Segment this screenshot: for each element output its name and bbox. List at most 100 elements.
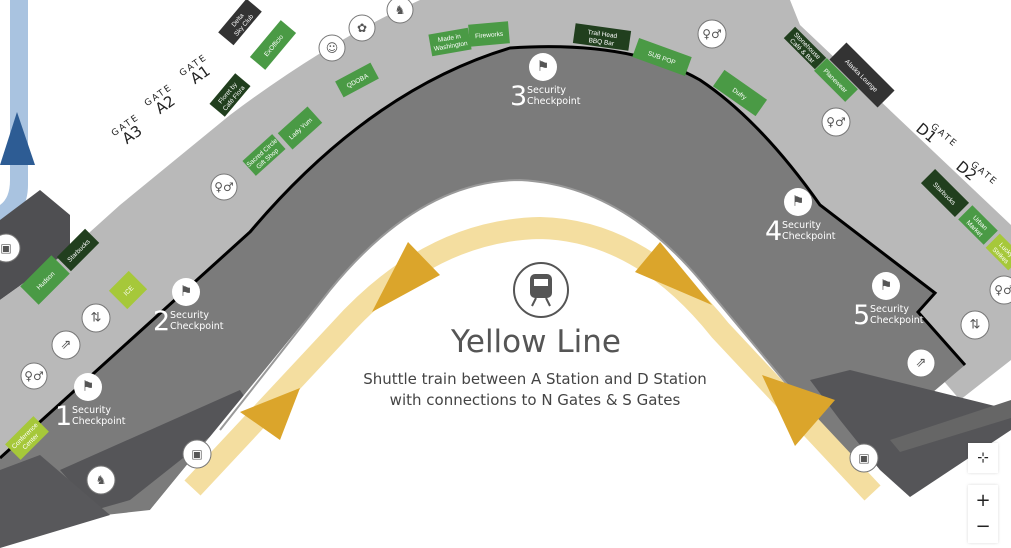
svg-text:✿: ✿ [357,21,367,35]
inner-edge [219,178,801,431]
yellow-arrow-icon [240,388,300,440]
svg-text:Security: Security [72,405,111,416]
store-exofficio[interactable]: ExOfficio [249,20,297,70]
svg-text:Checkpoint: Checkpoint [870,315,924,326]
line-subtitle: with connections to N Gates & S Gates [390,391,681,409]
blue-walkway [0,0,28,228]
svg-text:☺: ☺ [326,41,339,55]
nursing-room-icon[interactable]: ☺ [318,34,346,62]
svg-text:♀♂: ♀♂ [994,283,1011,297]
security-officer-icon [784,188,812,216]
svg-text:1: 1 [55,401,72,432]
train-station-icon[interactable]: ▣ [849,443,879,473]
escalator-icon[interactable]: ⇗ [51,330,81,360]
svg-text:⚑: ⚑ [180,284,193,300]
svg-text:▣: ▣ [191,447,202,461]
svg-text:Fireworks: Fireworks [475,31,504,40]
blue-arrow-icon [0,112,35,165]
svg-text:Checkpoint: Checkpoint [527,96,581,107]
restroom-icon[interactable]: ♀♂ [20,362,48,390]
svg-text:⇅: ⇅ [970,318,981,333]
elevator-icon[interactable]: ⇅ [960,310,990,340]
yellow-arrow-icon [372,242,440,312]
svg-text:♞: ♞ [96,473,107,487]
svg-text:3: 3 [510,81,527,112]
security-officer-icon [529,53,557,81]
store-qdoba[interactable]: QDOBA [335,62,379,98]
a-station-block [0,190,70,300]
svg-text:⚑: ⚑ [82,379,95,395]
svg-text:♀♂: ♀♂ [702,27,722,41]
platform-right-strip [890,400,1011,452]
yellow-arrow-icon [635,242,712,305]
svg-text:⚑: ⚑ [792,194,805,210]
svg-text:♀♂: ♀♂ [24,369,44,383]
svg-text:▣: ▣ [0,241,11,255]
train-station-icon[interactable]: ▣ [0,233,21,263]
pet-relief-icon[interactable]: ♞ [86,465,116,495]
svg-text:4: 4 [765,216,782,247]
svg-text:5: 5 [853,300,870,331]
svg-text:Made in: Made in [437,33,461,44]
zoom-controls: + − [968,485,998,543]
svg-text:Security: Security [870,304,909,315]
escalator-icon[interactable]: ⇗ [906,348,936,378]
train-station-icon[interactable]: ▣ [182,439,212,469]
svg-text:Trail Head: Trail Head [587,29,618,40]
security-boundary [0,45,967,460]
svg-text:⇗: ⇗ [61,338,72,353]
train-icon [513,262,569,318]
svg-text:Security: Security [782,220,821,231]
svg-text:⇗: ⇗ [916,356,927,371]
svg-text:♀♂: ♀♂ [214,180,234,194]
restroom-icon[interactable]: ♀♂ [821,107,851,137]
yellow-arrow-icon [762,375,835,446]
svg-text:▣: ▣ [858,451,869,465]
recenter-button[interactable]: ⊹ [968,443,998,473]
restroom-icon[interactable]: ♀♂ [989,275,1011,305]
center-open-area [150,180,870,548]
svg-text:♀♂: ♀♂ [826,115,846,129]
svg-text:⇅: ⇅ [91,311,102,326]
restroom-icon[interactable]: ♀♂ [210,173,238,201]
store-fireworks[interactable]: Fireworks [468,21,510,47]
svg-text:⚑: ⚑ [537,59,550,75]
security-area [0,46,965,521]
restroom-icon[interactable]: ♀♂ [697,19,727,49]
svg-text:Checkpoint: Checkpoint [782,231,836,242]
svg-text:Checkpoint: Checkpoint [170,321,224,332]
svg-text:BBQ Bar: BBQ Bar [588,37,615,48]
pet-relief-icon[interactable]: ♞ [386,0,414,24]
store-dufry[interactable]: Dufry [712,69,768,117]
recenter-icon: ⊹ [977,450,989,466]
svg-text:♞: ♞ [395,3,406,17]
line-title: Yellow Line [450,324,621,360]
svg-text:Security: Security [170,310,209,321]
store-ice[interactable]: ICE [108,270,148,310]
lower-left-block [0,455,110,548]
kids-play-icon[interactable]: ✿ [348,14,376,42]
zoom-out-button[interactable]: − [975,516,991,537]
elevator-icon[interactable]: ⇅ [81,303,111,333]
svg-text:Security: Security [527,85,566,96]
store-hudson[interactable]: Hudson [20,255,70,305]
security-officer-icon [872,272,900,300]
store-sub-pop[interactable]: SUB POP [632,38,692,76]
zoom-in-button[interactable]: + [975,490,991,511]
security-officer-icon [74,373,102,401]
line-subtitle: Shuttle train between A Station and D St… [363,370,707,388]
security-officer-icon [172,278,200,306]
